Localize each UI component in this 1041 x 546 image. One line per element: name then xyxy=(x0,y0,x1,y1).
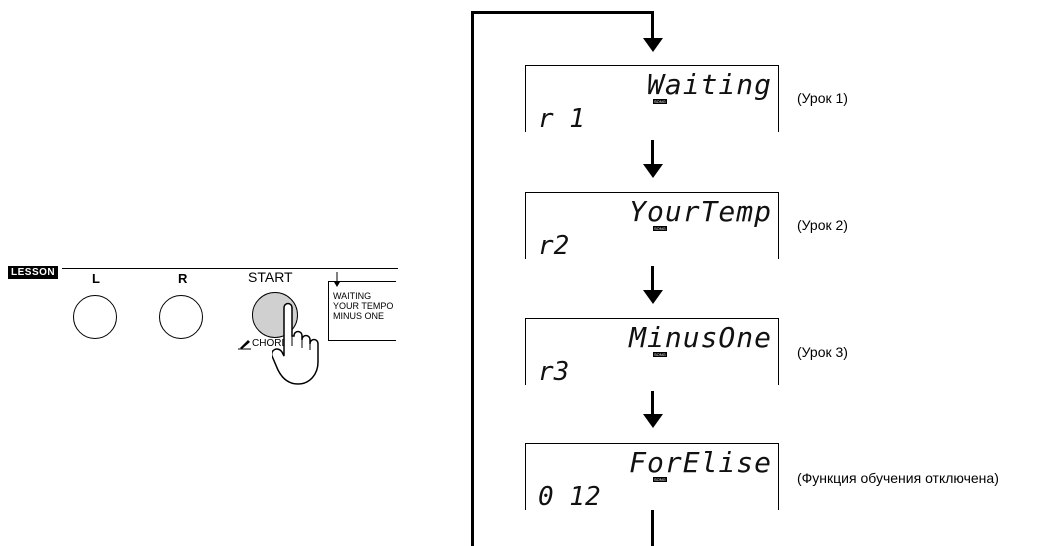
lcd-display-lesson-off: ForElise SONG 0 12 xyxy=(525,443,779,510)
caption-lesson-3: (Урок 3) xyxy=(797,344,848,360)
flow-top-line xyxy=(471,11,654,14)
flow-exit-line xyxy=(651,510,654,546)
lesson-r-button[interactable] xyxy=(159,295,203,339)
start-label: START xyxy=(248,269,293,285)
flow-line-1-2 xyxy=(651,140,654,164)
lcd-display-lesson-3: MinusOne SONG r3 xyxy=(525,318,779,385)
lcd-lesson-number: r 1 xyxy=(538,104,585,134)
arrow-down-icon xyxy=(643,38,663,52)
song-badge: SONG xyxy=(653,352,667,357)
song-badge: SONG xyxy=(653,477,667,482)
lcd-song-name: MinusOne xyxy=(629,321,772,354)
lcd-song-name: YourTemp xyxy=(629,195,772,228)
caption-lesson-1: (Урок 1) xyxy=(797,90,848,106)
flow-line-2-3 xyxy=(651,266,654,290)
lcd-song-number: 0 12 xyxy=(538,482,601,512)
button-l-label: L xyxy=(92,271,100,286)
chord-pen-icon xyxy=(238,338,252,350)
panel-divider xyxy=(62,268,398,269)
arrow-down-icon xyxy=(643,414,663,428)
flow-entry-line xyxy=(651,11,654,41)
lcd-song-name: ForElise xyxy=(629,446,772,479)
lcd-lesson-number: r2 xyxy=(538,231,569,261)
caption-lesson-2: (Урок 2) xyxy=(797,217,848,233)
arrow-down-icon xyxy=(643,164,663,178)
lesson-l-button[interactable] xyxy=(73,295,117,339)
flow-line-3-4 xyxy=(651,391,654,415)
lesson-label: LESSON xyxy=(8,266,58,279)
lcd-display-lesson-1: Waiting SONG r 1 xyxy=(525,65,779,132)
pressing-hand-icon xyxy=(272,300,342,390)
song-badge: SONG xyxy=(653,99,667,104)
lcd-song-name: Waiting xyxy=(647,68,772,101)
lcd-lesson-number: r3 xyxy=(538,357,569,387)
lcd-display-lesson-2: YourTemp SONG r2 xyxy=(525,192,779,259)
song-badge: SONG xyxy=(653,226,667,231)
caption-lesson-off: (Функция обучения отключена) xyxy=(797,470,999,486)
flow-return-line xyxy=(471,11,474,546)
mode-arrow-icon xyxy=(333,272,341,288)
mode-your-tempo: YOUR TEMPO xyxy=(333,302,393,311)
arrow-down-icon xyxy=(643,290,663,304)
button-r-label: R xyxy=(178,271,187,286)
